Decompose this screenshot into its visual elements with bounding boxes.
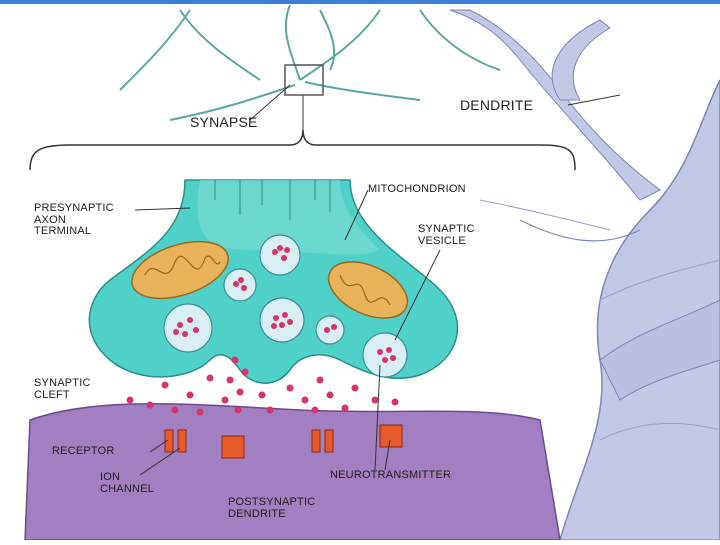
axon-fibers bbox=[119, 4, 501, 121]
leader-lines bbox=[134, 84, 621, 476]
label-presynaptic-axon-terminal: PRESYNAPTIC AXON TERMINAL bbox=[34, 202, 114, 238]
dendrite-branch bbox=[449, 9, 720, 541]
label-ion-channel: ION CHANNEL bbox=[100, 471, 154, 495]
label-neurotransmitter: NEUROTRANSMITTER bbox=[330, 469, 452, 481]
neurotransmitter-molecules bbox=[126, 356, 399, 416]
label-synaptic-cleft: SYNAPTIC CLEFT bbox=[34, 377, 91, 401]
mitochondrion-right bbox=[327, 261, 409, 319]
cytoskeleton-lines bbox=[214, 180, 331, 220]
mitochondrion-left bbox=[131, 240, 229, 300]
vesicle-contents bbox=[173, 245, 396, 363]
top-bar bbox=[0, 0, 720, 4]
label-synaptic-vesicle: SYNAPTIC VESICLE bbox=[418, 223, 475, 247]
label-dendrite: DENDRITE bbox=[460, 97, 534, 113]
label-receptor: RECEPTOR bbox=[52, 445, 115, 457]
synapse-locator-box bbox=[284, 64, 324, 96]
zoom-bracket bbox=[29, 129, 576, 171]
label-mitochondrion: MITOCHONDRION bbox=[368, 183, 466, 195]
label-synapse: SYNAPSE bbox=[190, 114, 258, 130]
label-postsynaptic-dendrite: POSTSYNAPTIC DENDRITE bbox=[228, 496, 316, 520]
receptors bbox=[164, 424, 403, 459]
synaptic-vesicles bbox=[163, 234, 408, 378]
postsynaptic-dendrite bbox=[24, 403, 561, 541]
